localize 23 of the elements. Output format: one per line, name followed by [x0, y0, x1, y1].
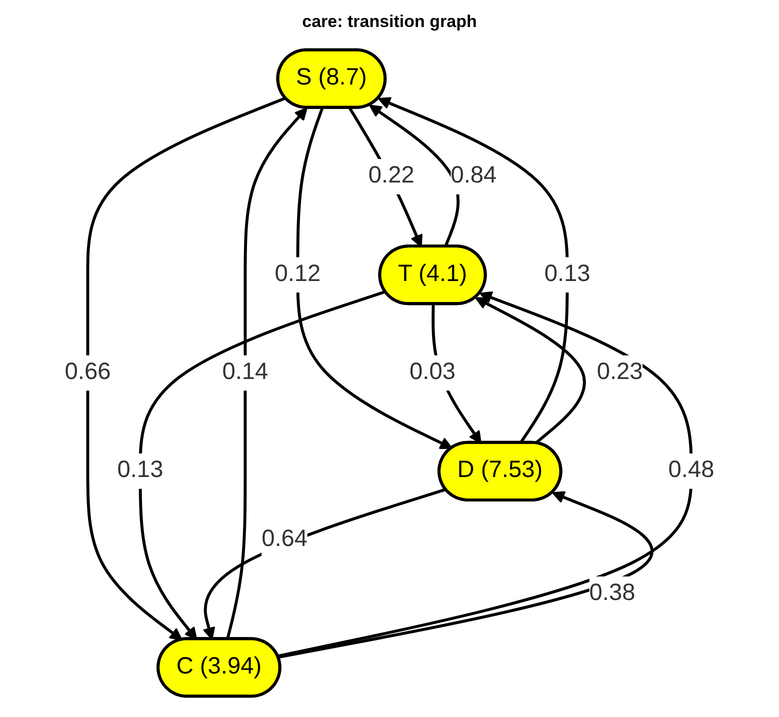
edge-label: 0.13: [544, 262, 590, 287]
arrow: [278, 491, 654, 659]
arrow: [369, 104, 460, 248]
arrow: [226, 108, 308, 640]
arrow: [86, 96, 286, 641]
edge-label: 0.66: [64, 360, 111, 385]
edge-label: 0.38: [589, 580, 636, 606]
edge-label: 0.48: [668, 458, 714, 483]
edge-label: 0.23: [596, 360, 643, 385]
arrow: [348, 107, 423, 248]
arrow: [475, 297, 586, 444]
arrow: [278, 291, 693, 658]
edge-label: 0.22: [368, 163, 414, 189]
diagram-title: care: transition graph: [301, 12, 478, 32]
arrow: [202, 488, 446, 640]
arrow: [138, 290, 386, 640]
edge-label: 0.13: [117, 458, 164, 483]
edge-label: 0.03: [410, 360, 456, 385]
edge-label: 0.84: [450, 163, 497, 189]
edge-label: 0.64: [262, 527, 308, 552]
edge-label: 0.12: [274, 262, 321, 287]
arrow: [296, 108, 453, 449]
edge-label: 0.14: [222, 360, 268, 385]
